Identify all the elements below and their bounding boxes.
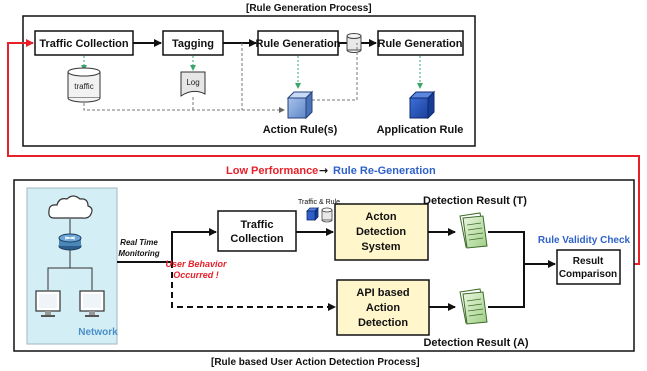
traffic-db-label: traffic	[74, 82, 93, 91]
traffic-database-icon: traffic	[67, 67, 101, 103]
action-rule-cube-icon	[286, 90, 314, 120]
rule-validity-label: Rule Validity Check	[538, 235, 631, 246]
api-action-detection-box: API based Action Detection	[336, 279, 430, 336]
dashed-path-to-api	[171, 262, 336, 311]
application-rule-label: Application Rule	[377, 124, 464, 136]
network-label: Network	[78, 327, 118, 338]
computer-icon-1	[35, 290, 61, 317]
network-panel: Network	[26, 187, 118, 345]
acton-label-2: Detection	[356, 226, 406, 238]
traffic-collection-bottom-label-2: Collection	[230, 233, 283, 245]
computer-icon-2	[79, 290, 105, 317]
traffic-collection-bottom-label-1: Traffic	[240, 219, 273, 231]
solid-path-to-traffic	[171, 228, 217, 262]
real-time-label-2: Monitoring	[118, 249, 159, 258]
traffic-rule-cube-icon	[306, 207, 319, 221]
api-label-3: Detection	[358, 317, 408, 329]
rule-generation-box-2: Rule Generation	[377, 30, 464, 56]
arrow-t-to-comparison	[488, 231, 556, 268]
detection-result-a-doc-icon	[459, 288, 488, 325]
traffic-rule-db-icon	[321, 207, 333, 223]
real-time-label-1: Real Time	[120, 238, 158, 247]
detection-result-a-label: Detection Result (A)	[423, 337, 528, 349]
detection-result-t-doc-icon	[459, 212, 488, 249]
feedback-arrow-glyph: →	[319, 164, 328, 177]
acton-label-3: System	[361, 241, 400, 253]
traffic-rule-label: Traffic & Rule	[298, 199, 340, 206]
dashed-connector-rule	[312, 43, 358, 101]
rule-regeneration-label: Rule Re-Generation	[333, 165, 436, 177]
database-icon	[346, 33, 362, 53]
rule-generation-box-1: Rule Generation	[256, 30, 341, 56]
feedback-loop-line	[7, 39, 640, 265]
cloud-icon	[48, 195, 93, 219]
action-rules-label: Action Rule(s)	[263, 124, 338, 136]
rule-generation-label-1: Rule Generation	[256, 38, 341, 50]
application-rule-cube-icon	[408, 90, 436, 120]
result-comparison-box: Result Comparison	[556, 249, 621, 285]
traffic-collection-box: Traffic Collection	[34, 30, 134, 56]
detection-result-t-label: Detection Result (T)	[423, 195, 527, 207]
traffic-collection-bottom-box: Traffic Collection	[217, 210, 297, 252]
line-a-to-comparison	[488, 264, 525, 308]
result-label-1: Result	[573, 256, 604, 267]
dashed-connector-traffic	[83, 103, 285, 113]
user-behavior-label-2: Occurred !	[173, 270, 219, 280]
tagging-box: Tagging	[162, 30, 224, 56]
result-label-2: Comparison	[559, 269, 617, 280]
tagging-label: Tagging	[172, 38, 214, 50]
acton-detection-system-box: Acton Detection System	[334, 203, 429, 261]
bottom-caption: [Rule based User Action Detection Proces…	[211, 357, 420, 368]
router-icon	[58, 233, 82, 251]
user-behavior-label-1: User Behavior	[165, 259, 227, 269]
api-label-1: API based	[356, 287, 409, 299]
acton-label-1: Acton	[365, 211, 396, 223]
traffic-collection-label: Traffic Collection	[39, 38, 129, 50]
rule-generation-label-2: Rule Generation	[378, 38, 463, 50]
log-doc-label: Log	[186, 78, 199, 87]
api-label-2: Action	[366, 302, 401, 314]
top-caption: [Rule Generation Process]	[246, 3, 372, 14]
log-document-icon: Log	[180, 71, 206, 97]
low-performance-label: Low Performance	[226, 165, 318, 177]
